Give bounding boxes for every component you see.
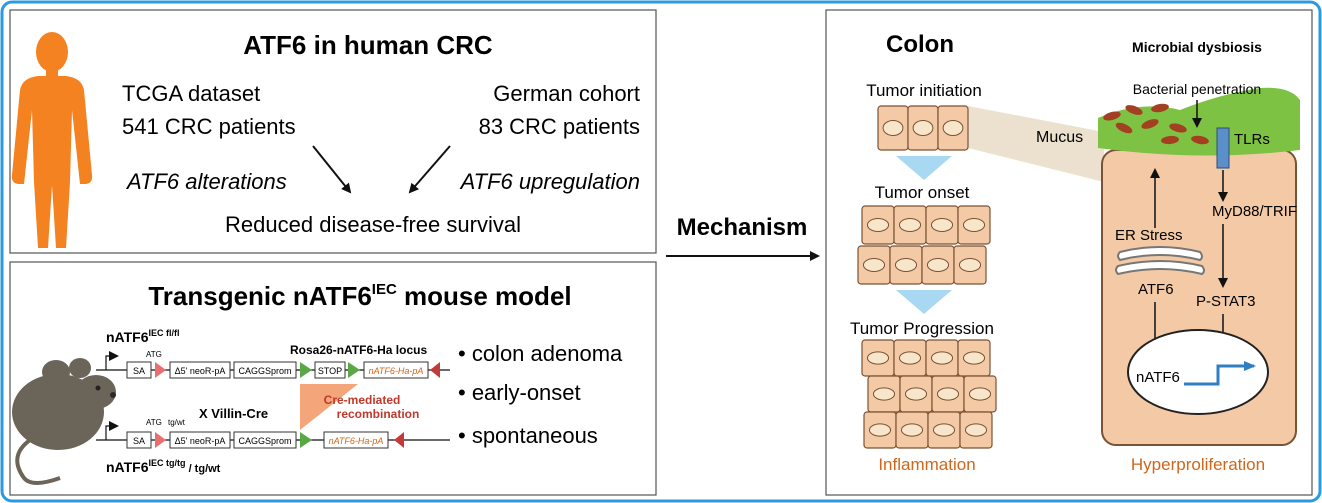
atg-label-1: ATG xyxy=(146,350,162,359)
cell-nucleus xyxy=(930,351,954,365)
transcription-arrow-icon xyxy=(1184,361,1256,386)
cell-nucleus xyxy=(930,218,954,232)
loxp-green-1 xyxy=(300,362,312,378)
cell-nucleus xyxy=(898,218,922,232)
box-natf6-2: nATF6-Ha-pA xyxy=(329,436,384,446)
cell-nucleus xyxy=(936,387,960,401)
cell-nucleus xyxy=(968,387,992,401)
box-neo-1: Δ5' neoR-pA xyxy=(175,366,226,376)
cell-nucleus xyxy=(866,351,890,365)
construct-floxed: ATG SA Δ5' neoR-pA CAGGSprom STOP nATF6-… xyxy=(96,350,450,379)
atf6-upregulation-label: ATF6 upregulation xyxy=(459,169,640,194)
colon-title: Colon xyxy=(886,31,954,58)
loxp-right-2 xyxy=(394,432,404,448)
cell-nucleus xyxy=(866,218,890,232)
reduced-survival-label: Reduced disease-free survival xyxy=(225,212,521,237)
tumor-onset-label: Tumor onset xyxy=(875,183,970,202)
atf6-alterations-label: ATF6 alterations xyxy=(125,169,287,194)
tcga-arrow xyxy=(312,145,352,194)
tlr-receptor-icon xyxy=(1216,127,1230,169)
myd88-label: MyD88/TRIF xyxy=(1212,203,1297,220)
microbial-dysbiosis-label: Microbial dysbiosis xyxy=(1132,39,1262,55)
progression-arrow-2 xyxy=(896,290,952,314)
zoom-wedge xyxy=(968,106,1104,182)
box-sa-1: SA xyxy=(133,366,145,376)
cell-nucleus xyxy=(904,387,928,401)
cell-nucleus xyxy=(932,423,956,437)
villin-cre-label: X Villin-Cre xyxy=(199,406,268,421)
cell-nucleus xyxy=(900,423,924,437)
promoter-arrow-2 xyxy=(105,421,119,440)
box-stop: STOP xyxy=(318,366,342,376)
cell-nucleus xyxy=(942,120,964,136)
inflammation-label: Inflammation xyxy=(878,455,975,474)
german-arrow xyxy=(408,145,451,194)
allele-flfl-label: nATF6IEC fl/fl xyxy=(106,328,180,345)
cell-nucleus xyxy=(894,258,918,272)
cell-nucleus xyxy=(962,351,986,365)
cell-nucleus xyxy=(962,218,986,232)
tgwt-small-label: tg/wt xyxy=(168,418,186,427)
cre-label-1: Cre-mediated xyxy=(324,393,401,407)
pstat3-label: P-STAT3 xyxy=(1196,293,1255,310)
nucleus xyxy=(1127,329,1269,415)
tcga-patients-label: 541 CRC patients xyxy=(122,114,296,139)
cre-triangle xyxy=(300,384,358,430)
er-stress-label: ER Stress xyxy=(1115,227,1183,244)
german-cohort-label: German cohort xyxy=(493,81,640,106)
construct-recombined: SA Δ5' neoR-pA CAGGSprom nATF6-Ha-pA xyxy=(96,421,450,449)
allele-tgtg-label: nATF6IEC tg/tg / tg/wt xyxy=(106,458,221,475)
loxp-green-2 xyxy=(348,362,360,378)
tumor-initiation-label: Tumor initiation xyxy=(866,81,982,100)
bacterial-penetration-label: Bacterial penetration xyxy=(1133,81,1261,97)
cre-label-2: recombination xyxy=(337,407,420,421)
rosa26-locus-label: Rosa26-nATF6-Ha locus xyxy=(290,343,427,357)
mouse-model-title: Transgenic nATF6IEC mouse model xyxy=(148,281,571,311)
er-membrane-icon xyxy=(1115,246,1205,276)
promoter-arrow-1 xyxy=(105,351,119,370)
panel-human-crc: ATF6 in human CRC TCGA dataset 541 CRC p… xyxy=(9,9,657,254)
box-neo-2: Δ5' neoR-pA xyxy=(175,436,226,446)
atg-label-2: ATG xyxy=(146,418,162,427)
bacteria-group xyxy=(1103,103,1209,145)
box-natf6-1: nATF6-Ha-pA xyxy=(369,366,424,376)
human-silhouette-icon xyxy=(11,32,93,248)
mouse-icon xyxy=(12,358,116,485)
tlrs-label: TLRs xyxy=(1234,131,1270,148)
cell-nucleus xyxy=(912,120,934,136)
loxp-left-2 xyxy=(155,432,166,448)
cell-nucleus xyxy=(872,387,896,401)
tumor-progression-label: Tumor Progression xyxy=(850,319,994,338)
phenotype-spontaneous: • spontaneous xyxy=(458,423,598,448)
human-crc-title: ATF6 in human CRC xyxy=(243,30,493,60)
loxp-right-1 xyxy=(430,362,440,378)
phenotype-colon-adenoma: • colon adenoma xyxy=(458,341,623,366)
tcga-dataset-label: TCGA dataset xyxy=(122,81,260,106)
cell-nucleus xyxy=(862,258,886,272)
box-sa-2: SA xyxy=(133,436,145,446)
cell-nucleus xyxy=(964,423,988,437)
box-cagg-1: CAGGSprom xyxy=(238,366,291,376)
atf6-label: ATF6 xyxy=(1138,281,1174,298)
panel-mouse-model: Transgenic nATF6IEC mouse model nATF6IEC… xyxy=(9,261,657,496)
hyperproliferation-label: Hyperproliferation xyxy=(1131,455,1265,474)
german-patients-label: 83 CRC patients xyxy=(479,114,640,139)
panel-colon-mechanism: Colon Tumor initiation Tumor onset Tumor… xyxy=(825,9,1313,496)
mucus-label: Mucus xyxy=(1036,129,1083,146)
loxp-left-1 xyxy=(155,362,166,378)
progression-arrow-1 xyxy=(896,156,952,180)
phenotype-early-onset: • early-onset xyxy=(458,380,581,405)
mechanism-label: Mechanism xyxy=(677,214,808,241)
natf6-label: nATF6 xyxy=(1136,369,1180,386)
cell-nucleus xyxy=(882,120,904,136)
cell-nucleus xyxy=(868,423,892,437)
cell-nucleus xyxy=(958,258,982,272)
loxp-green-3 xyxy=(300,432,312,448)
box-cagg-2: CAGGSprom xyxy=(238,436,291,446)
cell-nucleus xyxy=(898,351,922,365)
cell-clusters xyxy=(857,105,997,449)
cell-nucleus xyxy=(926,258,950,272)
